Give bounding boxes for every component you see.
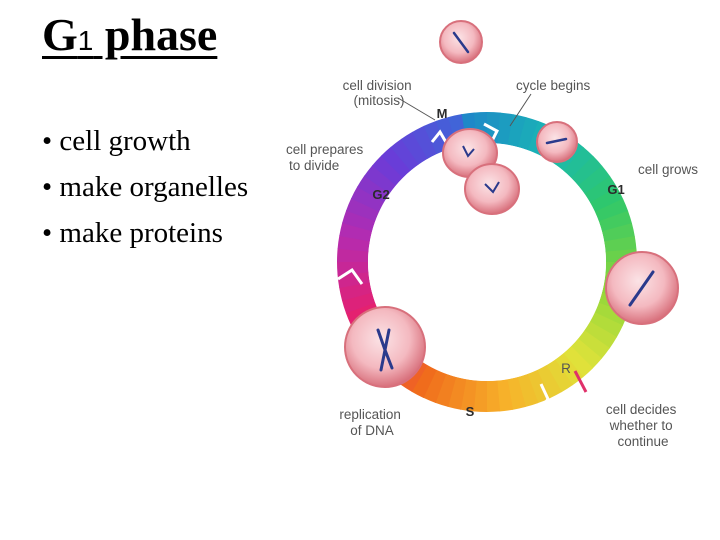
ring-segment — [546, 359, 574, 393]
ring-segment — [423, 369, 447, 403]
phase-divider — [537, 383, 550, 413]
bullet-list: cell growth make organelles make protein… — [42, 118, 248, 256]
ring-segment — [589, 312, 623, 338]
label-replication: replication of DNA — [339, 407, 404, 438]
cell-s-phase — [344, 306, 426, 388]
ring-segment — [411, 364, 437, 398]
bullet-item: cell growth — [42, 118, 248, 164]
title-subscript: 1 — [77, 25, 94, 56]
ring-segment — [601, 223, 635, 242]
ring-segment — [400, 131, 428, 165]
phase-divider — [430, 129, 449, 145]
ring-segment — [336, 261, 369, 276]
bullet-item: make organelles — [42, 164, 248, 210]
ring-segment — [598, 210, 633, 232]
ring-segment — [390, 138, 420, 171]
ring-segment — [339, 282, 373, 301]
cell-g1-large — [605, 251, 679, 325]
ring-segment — [554, 353, 584, 386]
phase-label-r: R — [561, 361, 571, 376]
ring-segment — [346, 198, 380, 222]
ring-segment — [584, 321, 617, 349]
phase-label-s: S — [466, 404, 475, 419]
label-cell-decides: cell decides whether to continue — [606, 402, 680, 449]
ring-segment — [604, 235, 637, 253]
ring-segment — [590, 187, 624, 213]
ring-segment — [357, 175, 390, 203]
label-cycle-begins: cycle begins — [516, 78, 591, 93]
ring-inner-edge — [368, 143, 606, 381]
ring-segment — [578, 165, 611, 195]
cell-cycle-diagram: M G1 S G2 R cell division (mitosis) cycl… — [286, 20, 698, 449]
ring-segment — [486, 380, 501, 413]
restriction-point-mark — [573, 370, 588, 393]
ring-segment — [584, 175, 618, 203]
ring-segment — [337, 248, 369, 262]
ring-segment — [571, 155, 603, 186]
ring-segment — [380, 146, 411, 178]
phase-label-g1: G1 — [607, 182, 624, 197]
ring-segment — [517, 117, 539, 151]
slide-title: G1 phase — [42, 12, 217, 58]
ring-segment — [473, 380, 487, 412]
ring-segment — [507, 376, 526, 410]
ring-segment — [342, 210, 376, 232]
ring-segment — [339, 222, 373, 242]
ring-segment — [412, 125, 438, 159]
ring-segment — [447, 376, 467, 410]
pointer-line — [509, 93, 532, 127]
ring-segment — [563, 147, 594, 179]
label-cell-grows: cell grows — [638, 162, 698, 177]
ring-segment — [570, 338, 602, 369]
phase-label-m: M — [437, 106, 448, 121]
ring-segment — [517, 373, 539, 408]
ring-segment — [594, 302, 628, 326]
bullet-item: make proteins — [42, 210, 248, 256]
ring-segment — [364, 165, 397, 194]
cell-top — [439, 20, 483, 64]
cell-dividing — [442, 128, 520, 215]
ring-segment — [563, 346, 594, 378]
title-main: G — [42, 9, 78, 60]
ring-segment — [594, 198, 629, 222]
phase-label-g2: G2 — [372, 187, 389, 202]
ring-segment — [577, 330, 610, 359]
ring-segment — [496, 379, 514, 412]
pointer-line — [397, 97, 436, 121]
ring-segment — [536, 365, 562, 399]
label-cell-division: cell division (mitosis) — [343, 78, 416, 108]
label-cell-prepares: cell prepares to divide — [286, 142, 367, 173]
ring-segment — [372, 155, 404, 186]
ring-segment — [351, 186, 385, 212]
ring-segment — [435, 373, 457, 407]
title-rest: phase — [93, 9, 218, 60]
cell-g1-early — [536, 121, 578, 163]
ring-segment — [341, 292, 376, 314]
phase-divider — [337, 267, 364, 285]
